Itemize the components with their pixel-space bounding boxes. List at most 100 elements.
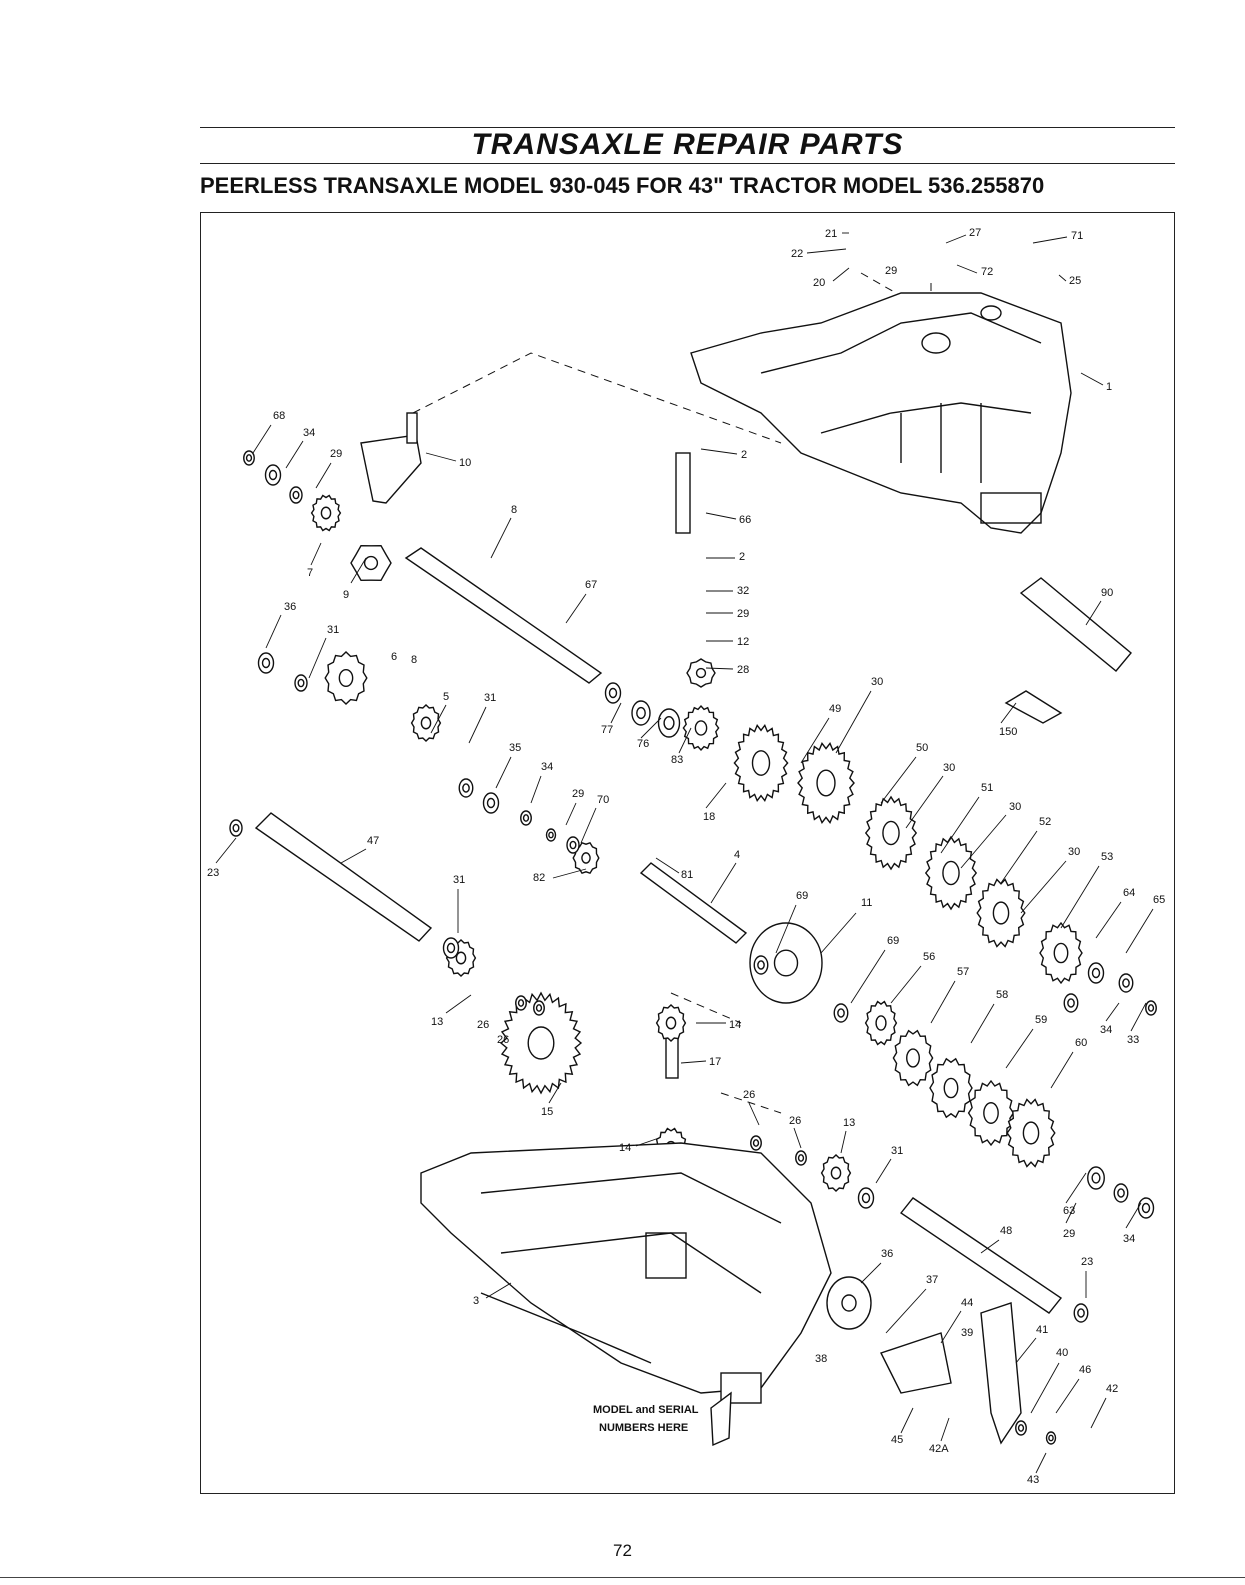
callout-label: 49 [829,703,841,715]
gear-drawing [310,494,342,532]
washer-drawing [833,1003,849,1023]
lower-housing-part-3 [420,1142,832,1404]
callout-label: 70 [597,794,609,806]
callout-label: 8 [511,504,517,516]
callout-label: 5 [443,691,449,703]
callout-label: 26 [743,1089,755,1101]
exploded-parts-diagram: 1 2 2 3 4 5 6 7 8 8 9 10 11 12 13 13 14 … [200,212,1175,1494]
gear-drawing [655,1004,687,1042]
callout-label: 39 [961,1327,973,1339]
washer-drawing [520,810,532,826]
callout-label: 34 [541,761,553,773]
washer-drawing [604,682,622,704]
callout-label: 71 [1071,230,1083,242]
gear-drawing [749,922,823,1004]
washer-drawing [243,450,255,466]
gear-drawing [864,795,918,871]
model-serial-note: MODEL and SERIAL NUMBERS HERE [593,1391,732,1447]
gear-drawing [892,1029,934,1087]
gear-drawing [499,991,583,1095]
washer-drawing [533,1000,545,1016]
washer-drawing [1063,993,1079,1013]
washer-drawing [442,937,460,959]
page-subtitle: PEERLESS TRANSAXLE MODEL 930-045 FOR 43"… [200,173,1045,198]
model-serial-note-line2: NUMBERS HERE [599,1422,688,1434]
callout-label: 52 [1039,816,1051,828]
callout-label: 36 [284,601,296,613]
callout-label: 28 [737,664,749,676]
gears [229,450,1157,1445]
washer-drawing [1137,1197,1155,1219]
gear-drawing [967,1079,1015,1147]
washer-drawing [515,995,527,1011]
gear-drawing [1006,1098,1056,1168]
page-title: TRANSAXLE REPAIR PARTS [471,128,904,161]
washer-drawing [1087,962,1105,984]
callout-label: 30 [1068,846,1080,858]
gear-drawing [924,835,978,911]
callout-label: 13 [843,1117,855,1129]
callout-label: 17 [709,1056,721,1068]
callout-label: 60 [1075,1037,1087,1049]
gear-drawing [820,1154,852,1192]
callout-label: 30 [943,762,955,774]
gear-drawing [572,841,600,875]
callout-label: 15 [541,1106,553,1118]
callout-label: 31 [327,624,339,636]
callout-label: 50 [916,742,928,754]
gear-drawing [682,704,720,752]
gear-drawing [1039,921,1083,985]
shafts [254,452,1063,1314]
callout-label: 29 [572,788,584,800]
callout-label: 57 [957,966,969,978]
title-bottom-rule [200,163,1175,164]
callout-label: 58 [996,989,1008,1001]
washer-drawing [857,1187,875,1209]
callout-label: 34 [1123,1233,1135,1245]
gear-drawing [797,742,855,824]
callout-label: 37 [926,1274,938,1286]
callout-label: 51 [981,782,993,794]
model-serial-note-line1: MODEL and SERIAL [593,1404,699,1416]
callout-label: 8 [411,654,417,666]
callout-label: 56 [923,951,935,963]
callout-label: 31 [891,1145,903,1157]
washer-drawing [795,1150,807,1166]
callout-label: 66 [739,514,751,526]
callout-label: 34 [303,427,315,439]
callout-label: 82 [533,872,545,884]
callout-label: 6 [391,651,397,663]
callout-label: 45 [891,1434,903,1446]
callout-label: 2 [739,551,745,563]
brake-assembly [826,1276,1022,1445]
callout-label: 34 [1100,1024,1112,1036]
callout-labels: 1 2 2 3 4 5 6 7 8 8 9 10 11 12 13 13 14 … [207,227,1165,1486]
callout-label: 31 [453,874,465,886]
callout-label: 69 [796,890,808,902]
gear-drawing [929,1057,973,1119]
callout-label: 150 [999,726,1017,738]
washer-drawing [1045,1431,1057,1445]
callout-label: 30 [871,676,883,688]
washer-drawing [229,819,243,837]
callout-label: 67 [585,579,597,591]
callout-label: 10 [459,457,471,469]
gear-drawing [410,704,442,742]
callout-label: 9 [343,589,349,601]
callout-label: 21 [825,228,837,240]
title-top-rule [200,127,1175,128]
washer-drawing [753,955,769,975]
callout-label: 20 [813,277,825,289]
bottom-edge-line [0,1577,1245,1578]
washer-drawing [294,674,308,692]
callout-label: 76 [637,738,649,750]
callout-label: 14 [619,1142,631,1154]
callout-label: 69 [887,935,899,947]
washer-drawing [289,486,303,504]
upper-housing-part-1 [690,292,1072,534]
callout-label: 81 [681,869,693,881]
page-number: 72 [613,1541,632,1560]
gear-drawing [324,651,368,705]
callout-label: 26 [497,1034,509,1046]
gear-drawing [686,658,716,688]
